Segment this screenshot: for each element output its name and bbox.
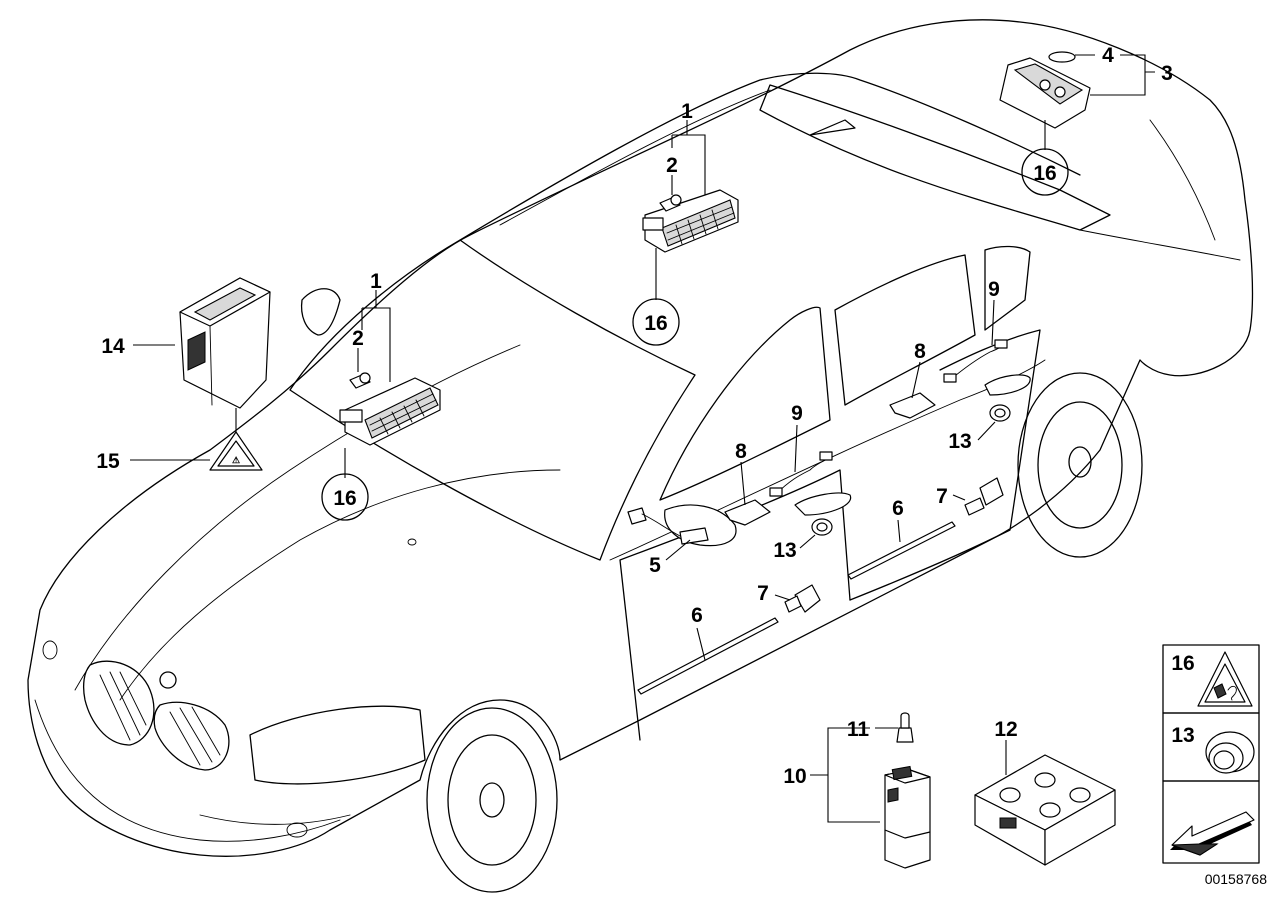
washer-nozzle: [407, 538, 417, 546]
wire-plug-front-2: [819, 451, 833, 461]
small-bulb: [896, 712, 914, 743]
door-connector-rear: [964, 477, 1004, 516]
light-strip-rear: [847, 521, 956, 580]
rear-window: [759, 84, 1111, 231]
callout-1-front: 1: [370, 270, 382, 293]
callout-1-middle: 1: [681, 100, 693, 123]
arrow-icon: [1170, 811, 1255, 856]
wire-plug-front: [769, 487, 783, 497]
wire-plug-rear-2: [994, 339, 1008, 349]
callout-13-rear: 13: [948, 430, 971, 453]
front-bumper: [34, 699, 341, 842]
callout-4: 4: [1102, 44, 1114, 67]
bracket-front: [724, 499, 771, 526]
bulb-middle: [659, 194, 682, 212]
legend-label-13: 13: [1171, 724, 1194, 747]
front-door-handle: [794, 492, 852, 516]
rear-wheel: [1017, 372, 1143, 558]
document-number: 00158768: [1205, 871, 1268, 887]
grommet-icon: [1205, 731, 1255, 774]
quarter-window: [984, 245, 1031, 331]
control-module: [884, 765, 931, 869]
bracket-rear: [889, 392, 936, 419]
kidney-grille: [83, 660, 230, 771]
warning-triangle-icon: [1197, 651, 1253, 707]
leader-lines: [130, 54, 1155, 823]
trunk-line: [1079, 229, 1241, 261]
callout-8-front: 8: [735, 440, 747, 463]
wire-front: [774, 457, 831, 496]
car-outline: [27, 19, 1254, 857]
callout-circle-16a: [321, 473, 369, 521]
door-connector-front: [784, 584, 821, 613]
callout-12: 12: [994, 718, 1017, 741]
callout-13-front: 13: [773, 539, 796, 562]
wire-rear: [949, 345, 1003, 381]
callout-2-front: 2: [352, 327, 364, 350]
callout-10: 10: [783, 765, 806, 788]
bulb-rear: [1048, 51, 1076, 63]
callout-labels: 1 2 16 1 2 16 4 3 16 14 15 5 6 6 7 7 8 8…: [96, 44, 1173, 788]
rear-side-window: [834, 254, 976, 406]
callout-6-rear: 6: [892, 497, 904, 520]
windshield: [289, 239, 696, 561]
callout-9-front: 9: [791, 402, 803, 425]
front-side-window: [659, 306, 831, 501]
callout-15: 15: [96, 450, 120, 473]
front-bumper-2: [199, 814, 351, 825]
warning-triangle-icon: ⚠: [209, 431, 263, 471]
callout-7-rear: 7: [936, 485, 948, 508]
legend-box-arrow: [1162, 780, 1260, 864]
bulb-front: [349, 372, 371, 389]
rear-door: [849, 329, 1041, 601]
callout-16-front: 16: [333, 487, 356, 510]
legend-label-16: 16: [1171, 652, 1194, 675]
junction-box: [974, 754, 1116, 866]
mirror-left: [300, 288, 341, 336]
callout-16-middle: 16: [644, 312, 667, 335]
callout-11: 11: [847, 718, 870, 741]
callout-7-front: 7: [757, 582, 769, 605]
callout-circles: [321, 148, 1069, 521]
hood-line: [74, 344, 521, 691]
fog-light: [42, 640, 58, 660]
callout-5: 5: [649, 554, 661, 577]
grommet-rear: [989, 404, 1011, 422]
callout-circle-16c: [1021, 148, 1069, 196]
callout-16-rear: 16: [1033, 162, 1056, 185]
callout-6-front: 6: [691, 604, 703, 627]
callout-3: 3: [1161, 62, 1173, 85]
grommet-front: [811, 518, 833, 536]
callout-circle-16b: [632, 298, 680, 346]
callout-8-rear: 8: [914, 340, 926, 363]
rear-door-handle: [984, 374, 1031, 396]
reading-light-rear: [999, 57, 1091, 129]
legend-panel: 16 13: [1162, 644, 1260, 864]
hood-line-2: [119, 469, 561, 701]
roof-fin: [809, 119, 856, 136]
callout-9-rear: 9: [988, 278, 1000, 301]
headlight: [249, 705, 426, 785]
switch-unit: [179, 277, 271, 409]
wire-plug-rear: [943, 373, 957, 383]
roof-line: [459, 72, 1081, 241]
car-body: [27, 19, 1254, 893]
trunk-line-2: [1149, 119, 1216, 241]
roof-inner-line: [499, 89, 771, 226]
callout-14: 14: [101, 335, 125, 358]
interior-light-middle: [642, 189, 739, 253]
front-wheel: [426, 707, 558, 893]
svg-text:⚠: ⚠: [232, 455, 240, 465]
callout-2-middle: 2: [666, 154, 678, 177]
fog-light-2: [286, 822, 308, 838]
mirror-light: [627, 507, 709, 545]
light-strip-front: [637, 617, 779, 695]
interior-light-front: [339, 377, 441, 446]
